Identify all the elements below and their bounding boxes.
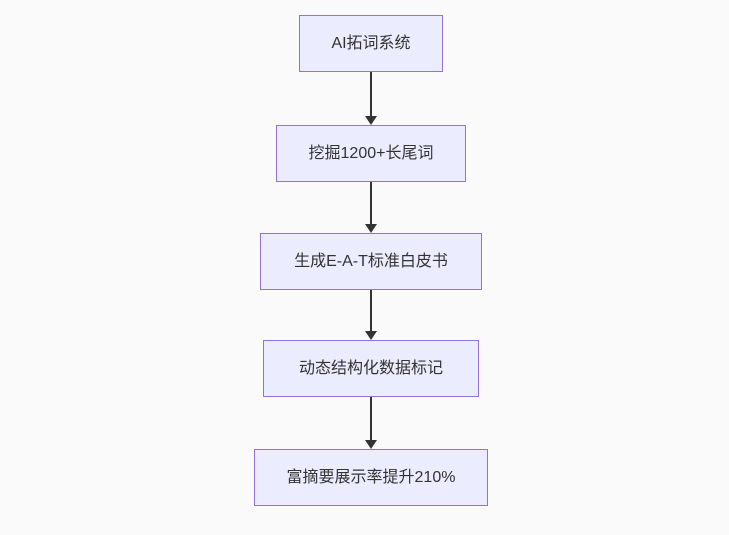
flowchart-node-e: 富摘要展示率提升210%: [254, 449, 488, 506]
flow-arrow-line: [370, 72, 372, 118]
flowchart-node-label: 挖掘1200+长尾词: [308, 144, 434, 162]
flow-arrowhead-icon: [365, 440, 377, 449]
flowchart-node-b: 挖掘1200+长尾词: [276, 125, 466, 182]
flow-arrowhead-icon: [365, 116, 377, 125]
flowchart-node-label: 动态结构化数据标记: [298, 359, 443, 377]
flowchart-node-label: AI拓词系统: [331, 34, 411, 52]
flowchart-node-label: 生成E-A-T标准白皮书: [294, 252, 448, 270]
flowchart-node-d: 动态结构化数据标记: [263, 340, 479, 397]
flowchart-node-a: AI拓词系统: [299, 15, 443, 72]
flow-arrow-line: [370, 397, 372, 442]
flowchart-node-c: 生成E-A-T标准白皮书: [260, 233, 482, 290]
flowchart-node-label: 富摘要展示率提升210%: [286, 468, 456, 486]
flow-arrowhead-icon: [365, 331, 377, 340]
flow-arrow-line: [370, 290, 372, 333]
flow-arrowhead-icon: [365, 224, 377, 233]
flow-arrow-line: [370, 182, 372, 226]
